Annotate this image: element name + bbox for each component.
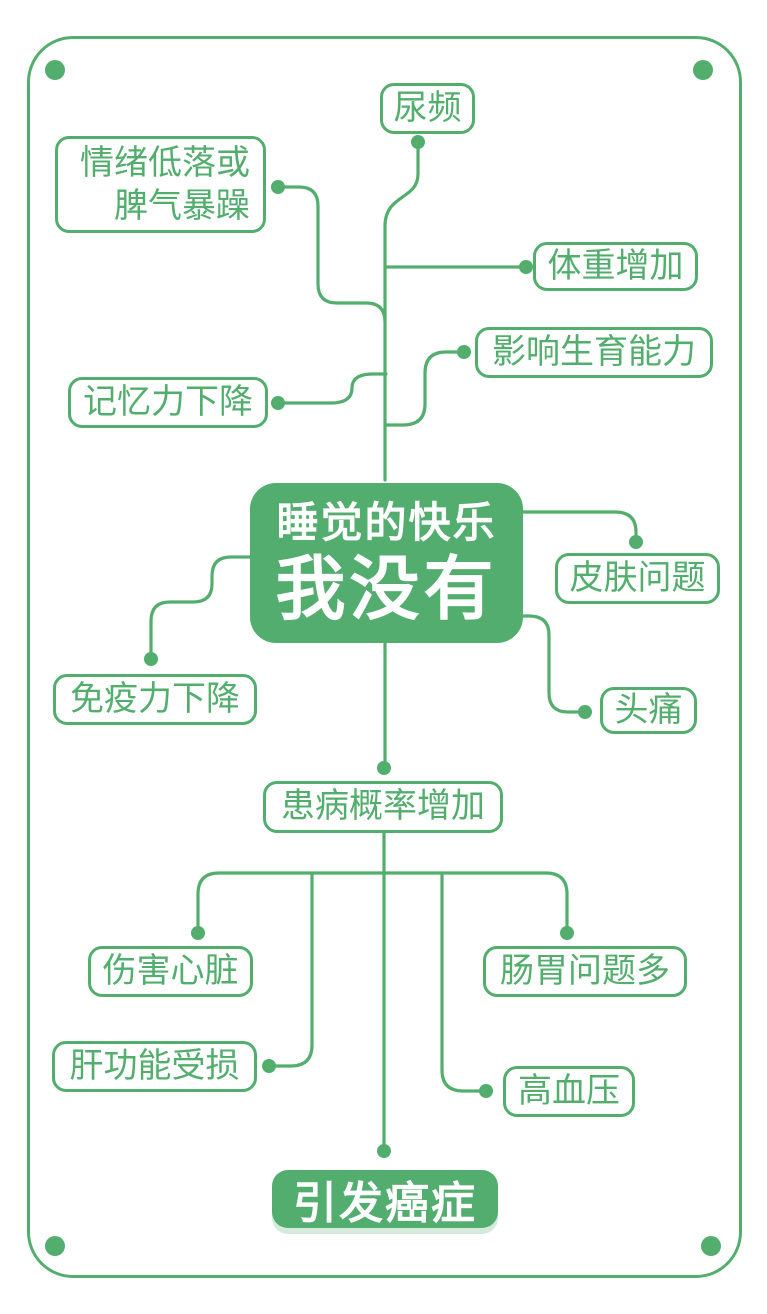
node-label: 免疫力下降 <box>70 679 240 718</box>
node-label: 肠胃问题多 <box>500 951 670 990</box>
node-heart-damage: 伤害心脏 <box>88 946 253 997</box>
node-hypertension: 高血压 <box>503 1066 635 1117</box>
center-title-line2: 我没有 <box>275 550 498 628</box>
node-label: 记忆力下降 <box>83 382 253 421</box>
node-label: 肝功能受损 <box>69 1046 240 1085</box>
node-skin-problems: 皮肤问题 <box>555 553 720 604</box>
node-frequent-urination: 尿频 <box>380 83 475 134</box>
center-title-box: 睡觉的快乐 我没有 <box>250 483 523 643</box>
node-memory-decline: 记忆力下降 <box>68 377 268 428</box>
node-headache: 头痛 <box>600 687 697 734</box>
node-liver-damage: 肝功能受损 <box>52 1041 257 1092</box>
node-gut-problems: 肠胃问题多 <box>483 946 687 997</box>
node-label: 影响生育能力 <box>492 332 696 371</box>
node-label: 体重增加 <box>547 246 684 285</box>
center-title-line1: 睡觉的快乐 <box>276 499 497 546</box>
node-label: 伤害心脏 <box>102 951 239 990</box>
node-cancer: 引发癌症 <box>272 1170 498 1228</box>
node-disease-risk-increase: 患病概率增加 <box>263 781 503 833</box>
node-label-line2: 脾气暴躁 <box>114 186 250 225</box>
node-fertility-impact: 影响生育能力 <box>475 327 713 378</box>
node-label: 高血压 <box>518 1071 620 1110</box>
node-label: 皮肤问题 <box>569 558 706 597</box>
node-low-mood-bad-temper: 情绪低落或 脾气暴躁 <box>55 136 266 233</box>
node-label: 尿频 <box>393 88 462 127</box>
node-label-line1: 情绪低落或 <box>80 143 250 182</box>
node-label: 引发癌症 <box>293 1179 477 1228</box>
node-label: 头痛 <box>614 690 683 729</box>
node-label: 患病概率增加 <box>281 787 485 826</box>
node-immunity-decline: 免疫力下降 <box>53 674 257 725</box>
node-weight-gain: 体重增加 <box>533 242 698 291</box>
poster-card-frame <box>27 36 742 1278</box>
